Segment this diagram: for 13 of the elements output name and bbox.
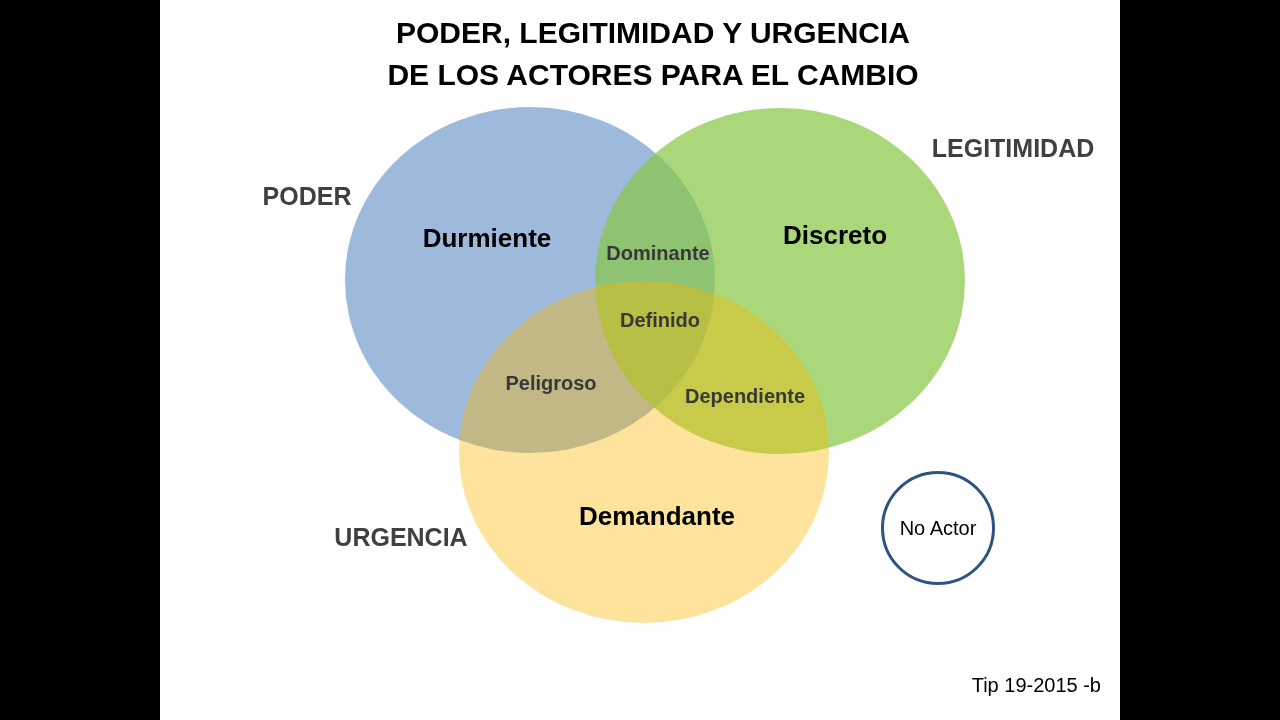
circle-label: No Actor	[898, 515, 978, 541]
set-heading: URGENCIA	[334, 522, 468, 552]
region-label: Demandante	[579, 502, 735, 532]
region-label: Discreto	[783, 221, 887, 251]
region-label: Dependiente	[685, 384, 805, 408]
region-label: Definido	[620, 308, 700, 332]
region-label: Peligroso	[505, 371, 597, 395]
note-text: Tip 19-2015 -b	[971, 673, 1101, 697]
region-label: Durmiente	[422, 224, 552, 254]
set-heading: PODER	[262, 181, 352, 211]
set-heading: LEGITIMIDAD	[931, 133, 1095, 163]
region-label: Dominante	[606, 241, 710, 265]
title: PODER, LEGITIMIDAD Y URGENCIA DE LOS ACTORES PARA EL CAMBIO	[386, 15, 920, 93]
